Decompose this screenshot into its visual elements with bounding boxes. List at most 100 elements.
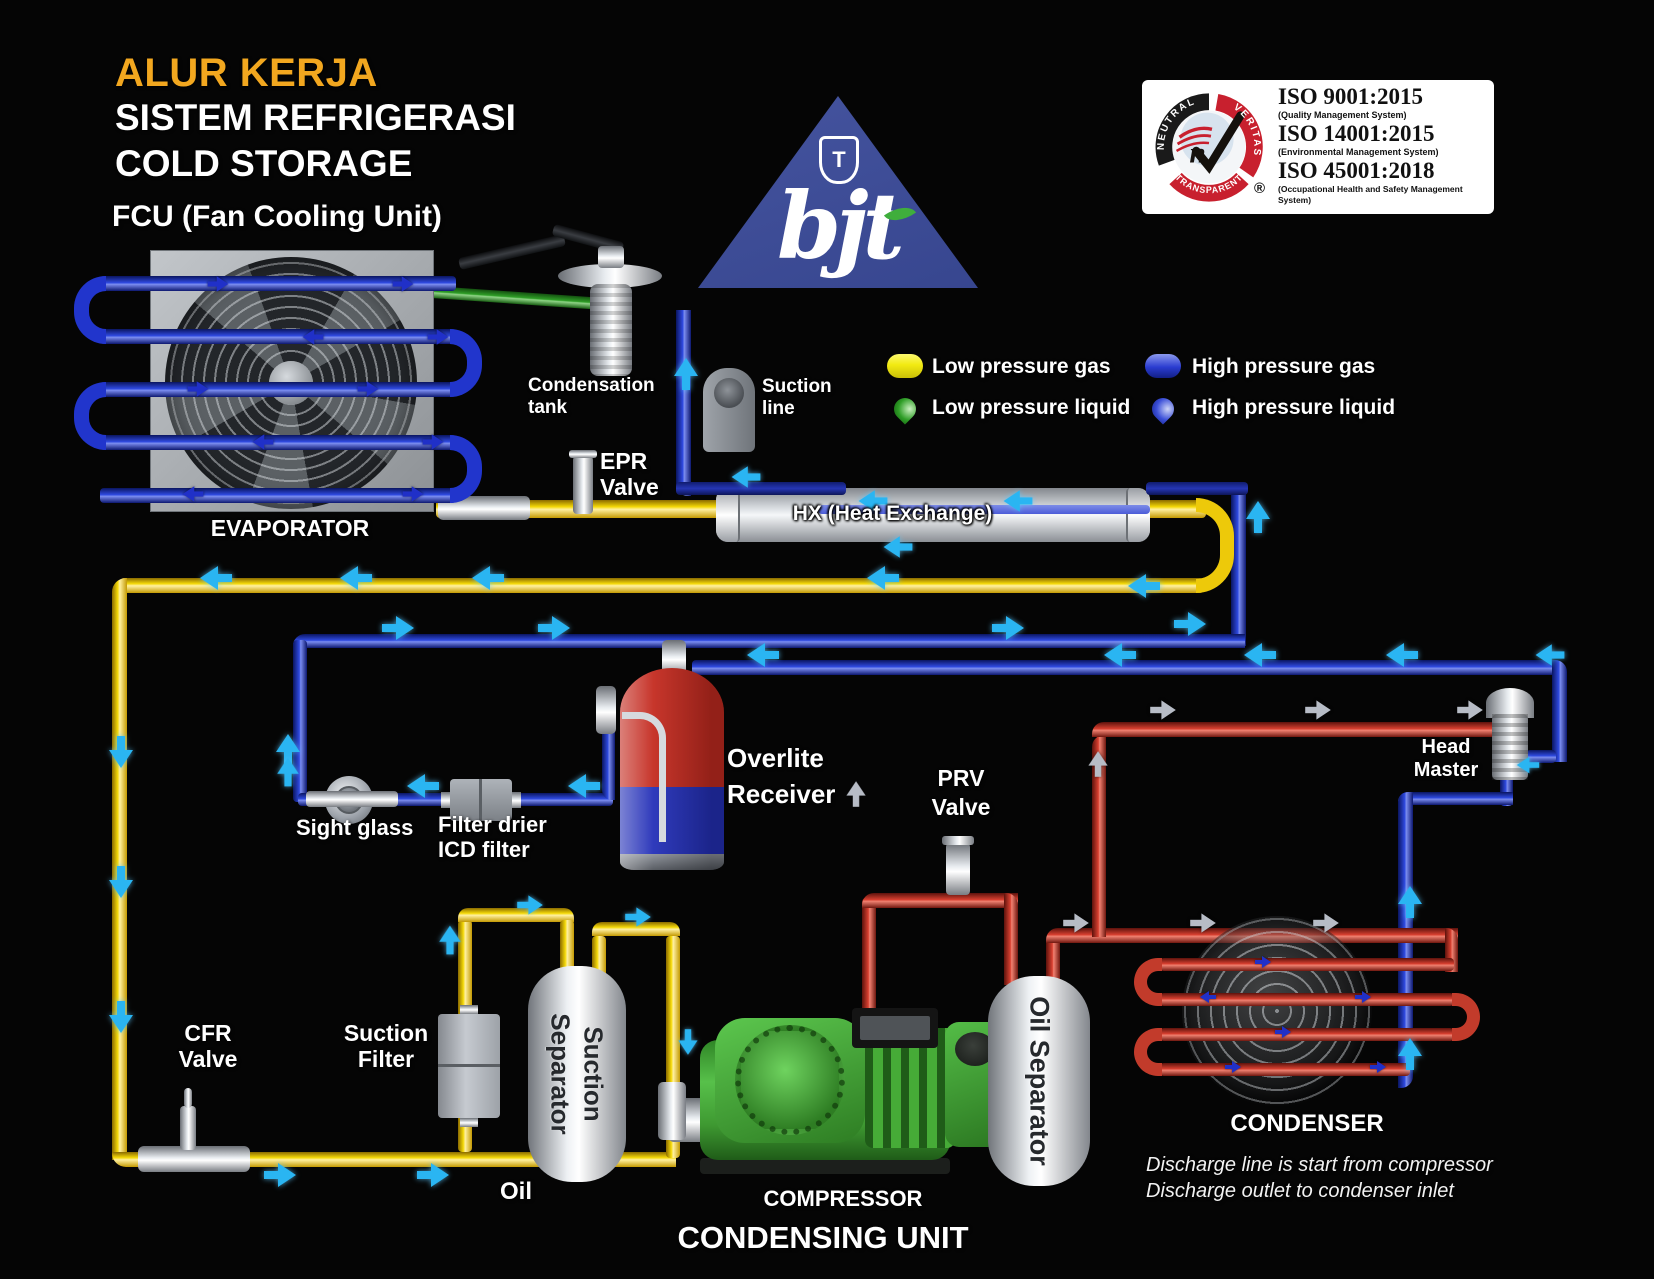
pipe-segment (1092, 722, 1492, 737)
flow-arrow-icon (1224, 1061, 1242, 1073)
legend-label-low-liquid: Low pressure liquid (932, 396, 1131, 419)
iso-certification-badge: n NEUTRAL VERITAS TRANSPARENT ® ISO 9001… (1142, 80, 1494, 214)
flow-arrow-icon (1515, 757, 1540, 774)
pipe-segment (1160, 1028, 1454, 1041)
sight-glass-label: Sight glass (296, 815, 414, 840)
legend-label-high-gas: High pressure gas (1192, 355, 1376, 378)
pipe-segment (138, 1146, 250, 1172)
pipe-bend (74, 276, 106, 344)
suction-separator: Suction Separator (528, 966, 626, 1182)
head-master-valve-dome (1486, 688, 1534, 718)
iso-item: ISO 9001:2015 (1278, 84, 1424, 109)
flow-arrow-icon (882, 536, 914, 558)
filter-drier-label: Filter drier ICD filter (438, 812, 547, 863)
flow-arrow-icon (1312, 913, 1341, 933)
pipe-bend (1196, 498, 1234, 593)
pipe-segment (1004, 893, 1018, 985)
condenser-fan-grill (1182, 916, 1372, 1106)
flow-arrow-icon (109, 999, 133, 1035)
flow-arrow-icon (1246, 499, 1270, 535)
flow-arrow-icon (1274, 1026, 1292, 1038)
flow-arrow-icon (1242, 643, 1278, 667)
pipe-segment (100, 435, 456, 450)
pipe-segment (1092, 735, 1106, 937)
flow-arrow-icon (186, 381, 209, 397)
flow-arrow-icon (846, 780, 865, 809)
flow-arrow-icon (1369, 1061, 1387, 1073)
condenser-label: CONDENSER (1230, 1110, 1384, 1137)
pipe-segment (1160, 993, 1454, 1006)
pipe-segment (1146, 500, 1206, 518)
pipe-segment (1046, 930, 1060, 985)
prv-valve (946, 843, 970, 895)
clamp-hole-icon (714, 378, 744, 408)
flow-arrow-icon (415, 1163, 451, 1187)
pipe-segment (560, 920, 574, 978)
legend-droplet-low-liquid-icon (889, 393, 921, 425)
pipe-segment (100, 276, 456, 291)
hx-end-ring-left (716, 488, 740, 542)
oil-separator-text: Oil Separator (1024, 996, 1055, 1166)
suction-filter-seam (438, 1064, 500, 1067)
flow-arrow-icon (1254, 956, 1272, 968)
flow-arrow-icon (990, 616, 1026, 640)
pipe-segment (180, 1106, 196, 1150)
flow-arrow-icon (678, 1028, 697, 1057)
flow-arrow-icon (198, 566, 234, 590)
flow-arrow-icon (470, 566, 506, 590)
page-title-line2: SISTEM REFRIGERASI (115, 97, 516, 138)
hx-label: HX (Heat Exchange) (792, 502, 993, 525)
page-title-line3: COLD STORAGE (115, 143, 413, 184)
pipe-bend (1452, 993, 1480, 1041)
pipe-bend (74, 382, 106, 450)
pipe-segment (1160, 1063, 1410, 1076)
flow-arrow-icon (745, 643, 781, 667)
pipe-segment (100, 382, 456, 397)
flow-arrow-icon (536, 616, 572, 640)
compressor-bolt-ring-icon (735, 1025, 845, 1135)
flow-arrow-icon (1002, 490, 1034, 512)
flow-arrow-icon (426, 329, 449, 345)
pipe-segment (100, 329, 456, 344)
legend-swatch-high-gas (1145, 354, 1181, 378)
flow-arrow-icon (1456, 700, 1485, 720)
pipe-segment (602, 730, 615, 800)
flow-arrow-icon (1354, 991, 1372, 1003)
flow-arrow-icon (338, 566, 374, 590)
cfr-valve-label: CFR Valve (178, 1020, 238, 1073)
suction-separator-text: Suction Separator (546, 1013, 609, 1135)
flow-arrow-icon (1062, 913, 1091, 933)
pipe-segment (676, 310, 691, 496)
flow-arrow-icon (516, 895, 545, 915)
suction-filter-label: Suction Filter (343, 1020, 429, 1073)
flow-arrow-icon (1398, 884, 1422, 920)
legend: Low pressure gas High pressure gas Low p… (880, 348, 1500, 438)
pipe-segment (666, 936, 680, 1086)
pipe-segment (818, 505, 1150, 514)
suction-line-clamp (703, 368, 755, 452)
pipe-segment (458, 234, 566, 270)
iso-item-desc: (Environmental Management System) (1278, 147, 1439, 157)
pipe-segment (1398, 792, 1513, 805)
receiver-dip-tube (622, 712, 666, 842)
compressor-base (700, 1158, 950, 1174)
pipe-segment (1552, 660, 1567, 762)
prv-valve-label: PRV Valve (931, 765, 991, 820)
suction-filter-stub-bottom (460, 1118, 478, 1127)
flow-arrow-icon (1398, 1036, 1422, 1072)
compressor (655, 1000, 1025, 1180)
hx-end-ring-right (1126, 488, 1150, 542)
pipe-bend (450, 435, 482, 503)
flow-arrow-icon (1384, 643, 1420, 667)
flow-arrow-icon (380, 616, 416, 640)
pipe-segment (458, 908, 574, 922)
discharge-note: Discharge line is start from compressor … (1146, 1154, 1493, 1202)
flow-arrow-icon (1189, 913, 1218, 933)
flow-arrow-icon (301, 329, 324, 345)
bjt-brand-text: bjt (776, 172, 905, 280)
epr-valve-label: EPR Valve (600, 448, 659, 501)
bjt-logo: T bjt (698, 96, 978, 288)
pipe-segment (862, 898, 876, 1016)
